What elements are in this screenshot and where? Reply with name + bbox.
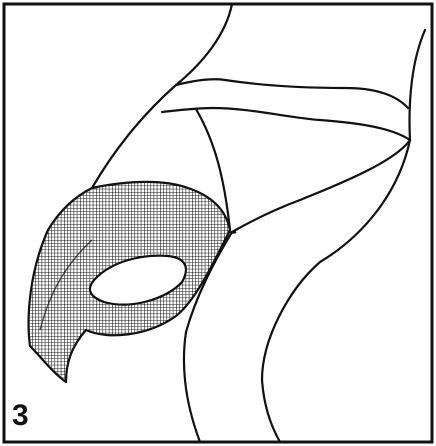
- figure-number: 3: [12, 399, 29, 432]
